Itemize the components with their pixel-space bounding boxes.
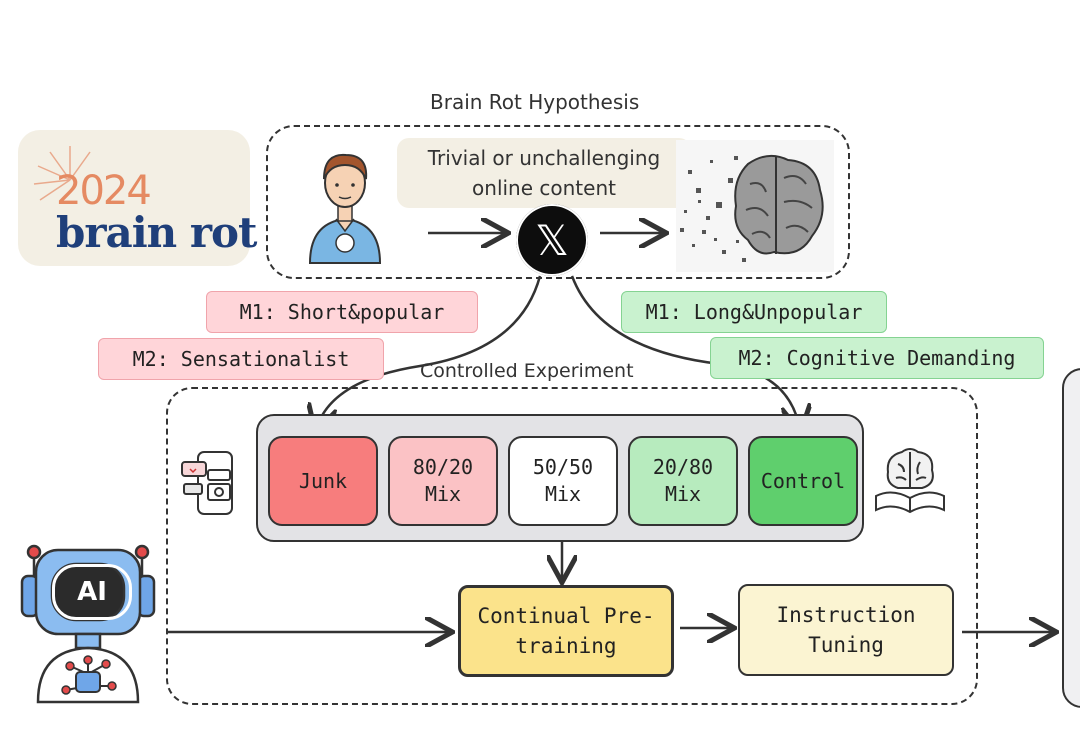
mix-label-line-1: Control <box>760 468 846 493</box>
mix-label-line-1: 20/80 <box>652 455 714 479</box>
ai-robot-icon <box>20 544 156 704</box>
bubble-line-1: Trivial or unchallenging <box>427 146 661 170</box>
ai-robot-label: AI <box>52 564 132 620</box>
stage2-line-1: Instruction <box>776 602 916 627</box>
instruction-tuning-stage: Instruction Tuning <box>738 584 954 676</box>
hypothesis-frame <box>266 125 850 279</box>
dissolving-brain-icon <box>676 140 834 272</box>
mix-label-line-2: Mix <box>544 482 582 506</box>
mix-box: Junk <box>268 436 378 526</box>
experiment-frame <box>166 387 978 705</box>
tag-m2-sensationalist: M2: Sensationalist <box>98 338 384 380</box>
tag-m1-short-popular: M1: Short&popular <box>206 291 478 333</box>
mix-label-line-2: Mix <box>664 482 702 506</box>
mix-label-line-1: 80/20 <box>412 455 474 479</box>
mix-box: Control <box>748 436 858 526</box>
social-feed-icon <box>181 451 233 515</box>
user-avatar-icon <box>308 153 382 264</box>
brain-book-icon <box>875 448 945 514</box>
bubble-line-2: online content <box>472 176 616 200</box>
mix-label-line-2: Mix <box>424 482 462 506</box>
brain-rot-logo-card <box>18 130 250 266</box>
stage1-line-2: training <box>515 634 617 658</box>
stage1-line-1: Continual Pre- <box>477 603 655 628</box>
tag-m1-long-unpopular: M1: Long&Unpopular <box>621 291 887 333</box>
stage2-line-2: Tuning <box>808 633 884 657</box>
continual-pretraining-stage: Continual Pre- training <box>458 585 674 677</box>
hypothesis-title: Brain Rot Hypothesis <box>430 90 640 114</box>
mix-label-line-1: Junk <box>298 468 348 493</box>
x-logo-icon: 𝕏 <box>516 204 588 276</box>
tag-m2-cognitive-demanding: M2: Cognitive Demanding <box>710 337 1044 379</box>
output-panel-edge <box>1062 368 1080 708</box>
experiment-title: Controlled Experiment <box>420 360 634 382</box>
logo-year: 2024 <box>56 168 152 214</box>
content-bubble: Trivial or unchallenging online content <box>397 138 691 208</box>
logo-word: brain rot <box>56 208 257 257</box>
mix-label-line-1: 50/50 <box>532 455 594 479</box>
sparkle-rays-icon <box>33 146 91 201</box>
